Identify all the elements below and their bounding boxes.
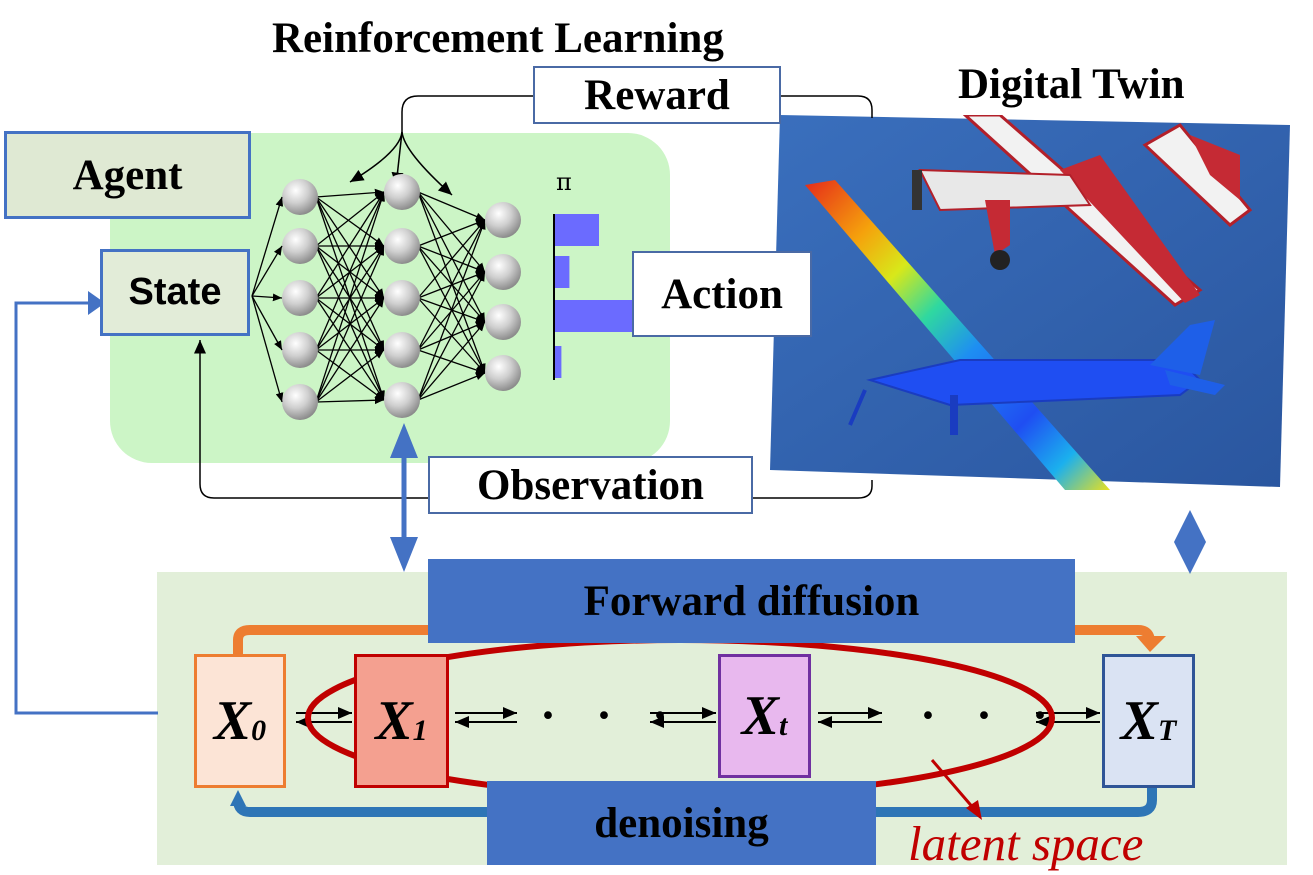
ellipsis-left: · · · [540,689,683,742]
nn-edge [417,219,486,299]
forward-diffusion-box: Forward diffusion [428,559,1075,643]
nn-neuron [485,202,521,238]
nn-edge [315,191,385,247]
rc-airplane-icon [912,115,1253,307]
nn-edge [417,191,486,323]
dt-diffusion-arrow [1174,510,1206,574]
feedback-connector [14,301,158,715]
state-input-edge [251,196,284,297]
nn-edge [315,349,385,403]
action-box: Action [632,251,812,337]
nn-edge [417,271,486,401]
nn-edge [417,191,486,273]
state-box: State [100,249,250,336]
policy-symbol: π [556,168,572,196]
nn-edge [315,196,385,247]
nn-edge [315,245,385,403]
state-input-edge [251,295,283,351]
nn-edge [417,191,486,374]
nn-edge [315,191,385,351]
nn-neuron [282,280,318,316]
nn-edge [315,349,385,401]
nn-edge [417,219,486,351]
nn-edge [315,297,385,403]
nn-edge [315,188,385,198]
policy-bar [555,346,562,378]
agent-label: Agent [4,131,251,219]
nn-neuron [282,179,318,215]
rl-title: Reinforcement Learning [272,15,724,62]
nn-neuron [384,174,420,210]
nn-neuron [384,228,420,264]
nn-edge [417,191,486,221]
nn-edge [315,191,385,403]
state-input-edge [251,245,283,297]
reward-connector [781,95,873,118]
observation-box: Observation [428,456,753,514]
nn-neuron [384,382,420,418]
nn-edge [417,219,486,247]
nn-neuron [282,332,318,368]
nn-edge [315,196,385,299]
state-input-edge [251,293,283,302]
policy-bar [555,214,599,246]
reward-box: Reward [533,66,781,124]
nn-edge [417,372,486,401]
fea-airplane-icon [805,180,1225,490]
nn-edge [417,219,486,401]
denoising-box: denoising [487,781,876,865]
nn-neuron [384,280,420,316]
ellipsis-right: · · · [920,689,1063,742]
nn-neuron [282,228,318,264]
observation-connector [753,480,873,499]
nn-edge [417,321,486,401]
nn-neuron [282,384,318,420]
digital-twin-image [770,115,1290,490]
nn-neuron [384,332,420,368]
digital-twin-title: Digital Twin [958,61,1185,108]
latent-space-label: latent space [908,816,1144,871]
nn-edge [315,196,385,351]
policy-bar [555,300,635,332]
nn-edge [315,191,385,299]
nn-neuron [485,304,521,340]
nn-neuron [485,254,521,290]
nn-neuron [485,355,521,391]
nn-edge [315,396,385,405]
state-input-edge [251,295,284,403]
policy-bar [555,256,570,288]
